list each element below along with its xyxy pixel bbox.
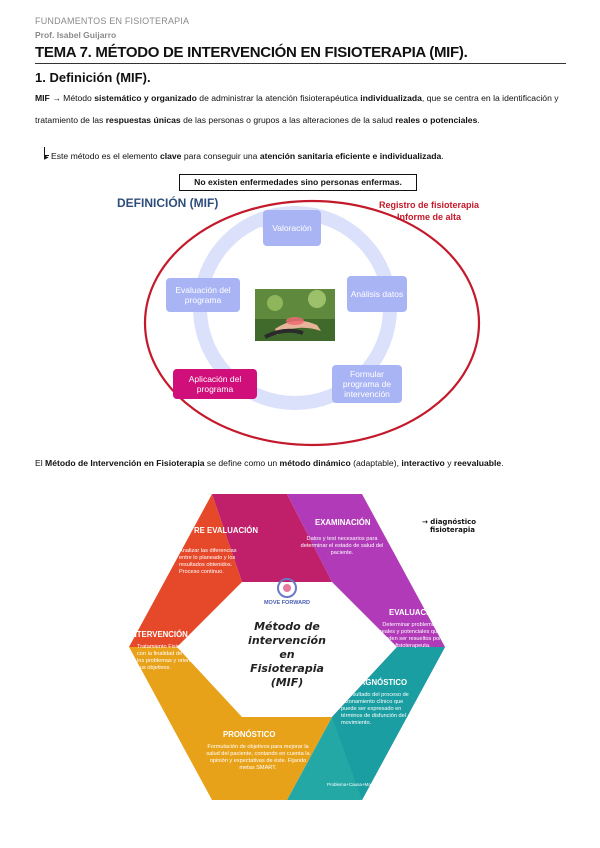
paragraph-text: . — [501, 458, 504, 468]
segment-intervencion — [129, 494, 242, 647]
segment-diagnostico — [287, 647, 445, 800]
logo-dot-icon — [283, 584, 291, 592]
center-title: Método de intervención en Fisioterapia (… — [215, 620, 359, 690]
course-header: FUNDAMENTOS EN FISIOTERAPIA — [35, 16, 190, 26]
definition-text: Método — [60, 93, 95, 103]
text-evaluacion: Determinar problemas reales y potenciale… — [379, 622, 441, 649]
label-examinacion: EXAMINACIÓN — [315, 518, 371, 527]
center-title-line: (MIF) — [270, 676, 304, 689]
node-aplicacion-programa: Aplicación del programa — [173, 369, 257, 399]
mif-hexagon-diagram: MOVE FORWARD Método de intervención en F… — [127, 492, 447, 802]
segment-examinacion — [287, 494, 445, 647]
diagnostico-footnote: Problema+Causa+Manifestación — [327, 782, 393, 787]
paragraph-text: (adaptable), — [350, 458, 402, 468]
move-forward-logo-icon — [277, 578, 297, 598]
definition-text: de administrar la atención fisioterapéut… — [196, 93, 361, 103]
label-reevaluacion: RE EVALUACIÓN — [194, 526, 258, 535]
node-evaluacion-programa: Evaluación del programa — [166, 278, 240, 312]
definition-text: , que se centra en la identificación y t… — [35, 93, 559, 125]
segment-reevaluacion — [212, 494, 332, 582]
center-title-line: Fisioterapia — [250, 662, 324, 675]
red-note-line: Informe de alta — [396, 212, 461, 222]
definition-term: MIF — [35, 93, 50, 103]
text-diagnostico: El resultado del proceso de razonamiento… — [341, 692, 409, 726]
bullet-line: ▶ Este método es el elemento clave para … — [44, 151, 444, 161]
text-pronostico: Formulación de objetivos para mejorar la… — [206, 744, 310, 771]
annotation-line: → diagnóstico — [422, 518, 477, 526]
definition-bold: sistemático y organizado — [94, 93, 197, 103]
node-analisis-datos: Análisis datos — [347, 276, 407, 312]
hexagon-svg — [129, 494, 445, 800]
center-title-line: en — [279, 648, 295, 661]
paragraph-bold: reevaluable — [453, 458, 502, 468]
bullet-bold: clave — [159, 151, 182, 161]
diagram-label: DEFINICIÓN (MIF) — [117, 196, 219, 210]
definition-text: . — [477, 115, 480, 125]
boxed-quote: No existen enfermedades sino personas en… — [179, 174, 417, 191]
label-intervencion: INTERVENCIÓN — [129, 630, 188, 639]
text-intervencion: Tratamiento Fisioterapéutico con la fina… — [137, 644, 208, 671]
label-diagnostico: DIAGNÓSTICO — [352, 678, 408, 687]
red-note-line: Registro de fisioterapia — [378, 200, 480, 210]
paragraph-bold: interactivo — [401, 458, 445, 468]
annotation-line: fisioterapia — [430, 526, 475, 534]
definition-paragraph: MIF → Método sistemático y organizado de… — [35, 87, 566, 131]
bullet-bracket — [44, 147, 49, 156]
label-pronostico: PRONÓSTICO — [223, 730, 276, 739]
node-formular-programa: Formular programa de intervención — [332, 365, 402, 403]
definition-bold: reales o potenciales — [395, 115, 478, 125]
bullet-text: Este método es el elemento — [48, 151, 160, 161]
red-note: Registro de fisioterapia Informe de alta — [374, 199, 484, 223]
paragraph-text: se define como un — [204, 458, 280, 468]
definition-text: de las personas o grupos a las alteracio… — [180, 115, 396, 125]
paragraph-bold: Método de Intervención en Fisioterapia — [45, 458, 205, 468]
paragraph-text: El — [35, 458, 46, 468]
text-examinacion: Datos y test necesarios para determinar … — [300, 536, 384, 556]
segment-pronostico — [129, 647, 332, 800]
bullet-text: . — [441, 151, 444, 161]
paragraph-text: y — [444, 458, 454, 468]
node-valoracion: Valoración — [263, 210, 321, 246]
definition-bold: respuestas únicas — [105, 115, 181, 125]
text-reevaluacion: Analizar las diferencias entre lo planea… — [179, 548, 237, 575]
hexagon-center — [197, 582, 377, 717]
center-title-line: Método de intervención — [248, 620, 326, 647]
section-heading: 1. Definición (MIF). — [35, 70, 151, 85]
outer-ellipse — [143, 199, 481, 447]
mif-definition-paragraph: El Método de Intervención en Fisioterapi… — [35, 452, 566, 474]
bullet-text: para conseguir una — [181, 151, 260, 161]
professor-header: Prof. Isabel Guijarro — [35, 30, 117, 40]
label-evaluacion: EVALUACIÓN — [389, 608, 440, 617]
page-title: TEMA 7. MÉTODO DE INTERVENCIÓN EN FISIOT… — [35, 44, 468, 61]
physiotherapy-photo — [255, 289, 335, 341]
bullet-bold: atención sanitaria eficiente e individua… — [259, 151, 442, 161]
arrow-glyph: → — [52, 93, 61, 103]
paragraph-bold: método dinámico — [279, 458, 351, 468]
handwritten-annotation: → diagnóstico fisioterapia — [422, 518, 476, 534]
title-divider — [35, 63, 566, 64]
center-brand: MOVE FORWARD — [263, 600, 311, 606]
bullet-marker-icon: ▶ — [44, 155, 49, 161]
definition-bold: individualizada — [360, 93, 422, 103]
